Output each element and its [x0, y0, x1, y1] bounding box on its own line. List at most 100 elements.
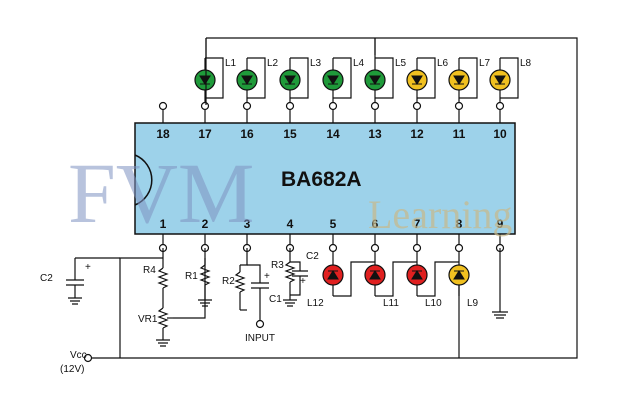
pin-pad-top	[412, 101, 422, 111]
pin-pad-bottom	[370, 243, 380, 253]
input-terminal[interactable]	[255, 319, 265, 329]
pin-label-bottom: 7	[414, 217, 421, 231]
pin-labels-bottom: 1 2 3 4 5 6 7 8 9	[160, 217, 504, 231]
pin9-ground	[492, 248, 508, 319]
c2-mid-label: C2	[306, 251, 319, 262]
pin-pad-top	[495, 101, 505, 111]
pin-label-top: 11	[453, 127, 466, 141]
diode-symbol-icon	[453, 270, 465, 280]
diode-symbol-icon	[369, 270, 381, 280]
led-bypass-wire	[290, 57, 309, 99]
r3-label: R3	[271, 260, 284, 271]
led-label: L9	[467, 298, 479, 309]
pin4-network: R3 C2 +	[271, 248, 319, 307]
led-label: L10	[425, 298, 442, 309]
pin-label-top: 10	[493, 127, 507, 141]
led-bypass-wire	[333, 57, 352, 99]
diode-symbol-icon	[241, 75, 253, 85]
c1-plus: +	[264, 271, 270, 282]
diode-symbol-icon	[494, 75, 506, 85]
watermark-sub: Learning	[368, 192, 512, 237]
led-label: L7	[479, 58, 491, 69]
pin-label-top: 15	[283, 127, 297, 141]
diode-symbol-icon	[284, 75, 296, 85]
diode-symbol-icon	[327, 270, 339, 280]
pin-pad-bottom	[328, 243, 338, 253]
chip-name: BA682A	[281, 168, 362, 191]
pin-pad-top	[158, 101, 168, 111]
led-label: L5	[395, 58, 407, 69]
ic-body	[134, 122, 516, 235]
c2-mid-plus: +	[300, 276, 306, 287]
c2-left-label: C2	[40, 273, 53, 284]
pin-pad-top	[285, 101, 295, 111]
pin-label-bottom: 4	[287, 217, 294, 231]
pin-pad-bottom	[454, 243, 464, 253]
pin-pad-top	[328, 101, 338, 111]
diode-symbol-icon	[369, 75, 381, 85]
pin-label-top: 13	[368, 127, 382, 141]
pin-label-bottom: 5	[330, 217, 337, 231]
r1-label: R1	[185, 271, 198, 282]
pin-label-bottom: 9	[497, 217, 504, 231]
led-bypass-wire	[205, 57, 224, 99]
vcc-label: Vcc	[70, 350, 87, 361]
c1-label: C1	[269, 294, 282, 305]
led-label: L11	[383, 298, 399, 309]
r4-label: R4	[143, 265, 156, 276]
pin-label-bottom: 8	[456, 217, 463, 231]
led-bypass-wire	[375, 57, 394, 99]
top-wiring	[120, 37, 578, 359]
led-label: L4	[353, 58, 365, 69]
led-chain-wire	[417, 261, 459, 297]
pin3-network: R2 + C1 INPUT	[222, 248, 282, 344]
led-label: L12	[307, 298, 324, 309]
pin-label-top: 17	[198, 127, 212, 141]
pin2-network: R1	[185, 248, 212, 307]
r2-label: R2	[222, 276, 235, 287]
pin-label-top: 16	[240, 127, 254, 141]
vcc-terminal[interactable]	[83, 353, 93, 363]
vcc-section: C2 + Vcc (12V)	[40, 257, 163, 375]
led-array-bottom: L12 L11 L10 L9	[307, 252, 479, 358]
led-label: L2	[267, 58, 279, 69]
led-label: L8	[520, 58, 532, 69]
vr1-label: VR1	[138, 314, 158, 325]
pin-pad-top	[370, 101, 380, 111]
pin-label-bottom: 2	[202, 217, 209, 231]
pin-label-top: 12	[410, 127, 424, 141]
pin-pad-bottom	[412, 243, 422, 253]
pin-label-top: 14	[326, 127, 340, 141]
input-label: INPUT	[245, 333, 275, 344]
pin-labels-top: 18 17 16 15 14 13 12 11 10	[156, 127, 507, 141]
pin-label-top: 18	[156, 127, 170, 141]
pin-label-bottom: 3	[244, 217, 251, 231]
vcc-value-label: (12V)	[60, 364, 84, 375]
led-bypass-wire	[459, 57, 478, 99]
led-chain-wire	[375, 261, 417, 297]
pin-pad-top	[242, 101, 252, 111]
pin1-network: R4 VR1	[138, 248, 206, 347]
watermark-brand: FVM	[68, 145, 254, 241]
diode-symbol-icon	[411, 270, 423, 280]
diode-symbol-icon	[411, 75, 423, 85]
led-bypass-wire	[500, 57, 519, 99]
c2-left-plus: +	[85, 262, 91, 273]
led-label: L6	[437, 58, 449, 69]
pin-pad-top	[454, 101, 464, 111]
ic-notch	[134, 154, 153, 206]
led-label: L1	[225, 58, 237, 69]
led-bypass-wire	[417, 57, 436, 99]
pin-pad-top	[200, 101, 210, 111]
pin-label-bottom: 6	[372, 217, 379, 231]
diode-symbol-icon	[199, 75, 211, 85]
pin-stubs	[158, 101, 505, 253]
pin-label-bottom: 1	[160, 217, 167, 231]
led-bypass-wire	[247, 57, 266, 99]
diode-symbol-icon	[327, 75, 339, 85]
led-chain-wire	[333, 261, 375, 297]
led-label: L3	[310, 58, 322, 69]
diode-symbol-icon	[453, 75, 465, 85]
led-array-top: L1 L2 L3 L4 L5 L6 L7 L8	[194, 38, 532, 102]
